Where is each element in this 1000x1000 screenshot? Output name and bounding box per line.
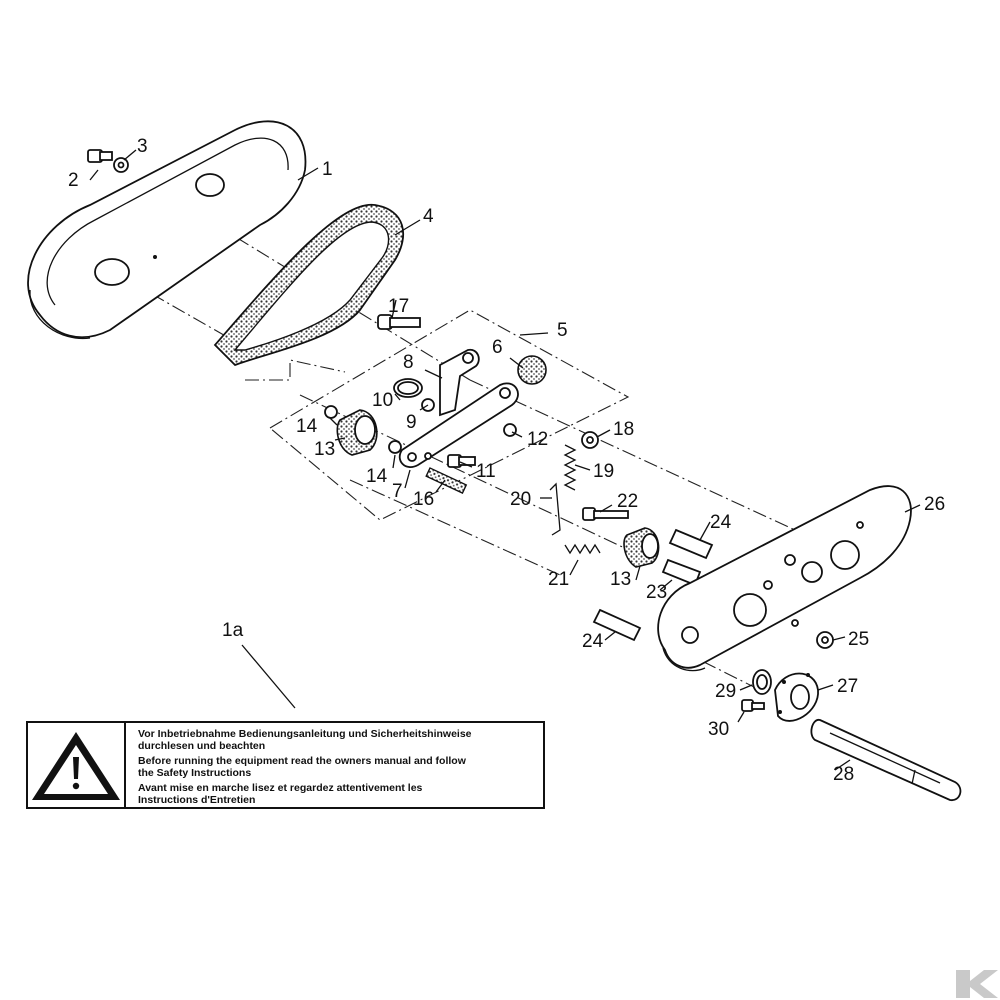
- warning-label: Vor Inbetriebnahme Bedienungsanleitung u…: [26, 721, 545, 809]
- callout-9: 9: [406, 412, 417, 433]
- bolt-16: [425, 467, 468, 494]
- callout-23: 23: [646, 582, 667, 603]
- callout-labels: 1 1a 2 3 4 5 6 7 8 9 10 11 12 13 13 14 1…: [68, 136, 945, 785]
- rod-20: [549, 482, 561, 536]
- callout-19: 19: [593, 461, 614, 482]
- callout-25: 25: [848, 629, 869, 650]
- warning-line-2: durchlesen und beachten: [138, 740, 265, 752]
- callout-21: 21: [548, 569, 569, 590]
- callout-22: 22: [617, 491, 638, 512]
- roller-13-right: [623, 527, 660, 568]
- callout-3: 3: [137, 136, 148, 157]
- roller-6: [517, 355, 547, 385]
- ring-10: [393, 378, 423, 398]
- drive-belt: [213, 204, 404, 367]
- washer-25: [816, 631, 834, 649]
- warning-line-1: Vor Inbetriebnahme Bedienungsanleitung u…: [138, 728, 472, 740]
- spacer-24-upper: [668, 528, 714, 560]
- bolt-11: [447, 454, 476, 468]
- bolt-17: [377, 314, 421, 330]
- bolt-30: [741, 699, 765, 712]
- nut-14-upper: [324, 405, 338, 419]
- bolt-22: [582, 507, 629, 521]
- warning-line-3: Before running the equipment read the ow…: [138, 755, 467, 767]
- spacer-24-lower: [592, 608, 642, 642]
- assembly-outline: [245, 309, 630, 521]
- callout-16: 16: [413, 489, 434, 510]
- brand-logo-icon: K: [956, 970, 998, 998]
- callout-5: 5: [557, 320, 568, 341]
- callout-29: 29: [715, 681, 736, 702]
- nut-12: [503, 423, 517, 437]
- callout-20: 20: [510, 489, 531, 510]
- callout-14-upper: 14: [296, 416, 318, 437]
- mounting-plate: [657, 485, 912, 672]
- callout-1: 1: [322, 159, 333, 180]
- warning-triangle-icon: [32, 732, 120, 800]
- callout-27: 27: [837, 676, 858, 697]
- washer-3: [113, 157, 129, 173]
- washer-18: [581, 431, 599, 449]
- callout-24-upper: 24: [710, 512, 732, 533]
- callout-10: 10: [372, 390, 393, 411]
- warning-line-5: Avant mise en marche lisez et regardez a…: [138, 782, 423, 794]
- callout-12: 12: [527, 429, 548, 450]
- callout-17: 17: [388, 296, 409, 317]
- callout-14-lower: 14: [366, 466, 388, 487]
- callout-18: 18: [613, 419, 634, 440]
- callout-1a: 1a: [222, 620, 244, 641]
- callout-30: 30: [708, 719, 729, 740]
- callout-13-right: 13: [610, 569, 631, 590]
- drive-shaft: [810, 719, 962, 801]
- callout-26: 26: [924, 494, 945, 515]
- nut-14-lower: [388, 440, 402, 454]
- warning-line-6: Instructions d'Entretien: [138, 794, 255, 806]
- callout-24-lower: 24: [582, 631, 604, 652]
- callout-11: 11: [476, 461, 496, 482]
- spring-19: [563, 444, 577, 491]
- callout-2: 2: [68, 170, 79, 191]
- bolt-2: [87, 149, 113, 163]
- belt-guard-cover: [27, 120, 307, 340]
- spring-21: [564, 543, 601, 555]
- callout-28: 28: [833, 764, 854, 785]
- bearing-flange: [774, 672, 819, 722]
- leader-lines: [89, 149, 921, 771]
- warning-line-4: the Safety Instructions: [138, 767, 251, 779]
- callout-13-left: 13: [314, 439, 335, 460]
- callout-4: 4: [423, 206, 434, 227]
- logo-text: K: [990, 994, 991, 996]
- circlip-29: [752, 669, 772, 695]
- callout-6: 6: [492, 337, 503, 358]
- callout-7: 7: [392, 481, 403, 502]
- roller-13-left: [336, 409, 378, 456]
- tension-arm: [398, 382, 519, 468]
- callout-8: 8: [403, 352, 414, 373]
- bracket-8: [439, 348, 480, 417]
